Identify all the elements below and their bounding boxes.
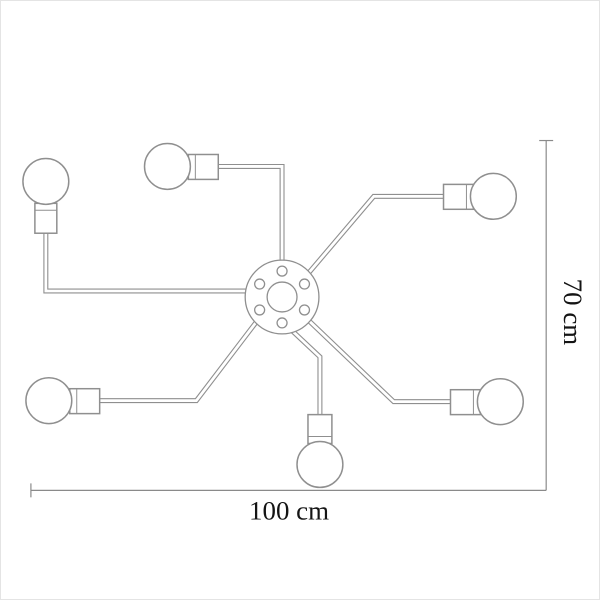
- height-dimension-label: 70 cm: [558, 279, 588, 346]
- bulb-assembly-bottom-middle: [296, 413, 344, 489]
- hub-screw: [276, 265, 288, 277]
- lamp-arms: [43, 163, 456, 420]
- arm-path: [212, 165, 284, 267]
- bulb-assembly-top-left: [22, 157, 70, 234]
- bulb-glass: [25, 376, 73, 425]
- bulb-assembly-top-right: [442, 172, 518, 221]
- arm-top-left: [43, 225, 253, 294]
- arm-path: [304, 194, 450, 277]
- hub-inner-ring: [266, 281, 298, 313]
- hub-screw: [298, 278, 311, 290]
- arm-top-right: [304, 193, 450, 278]
- hub-screw: [254, 304, 266, 316]
- arm-bottom-middle: [286, 325, 323, 420]
- arm-top-middle: [212, 163, 285, 267]
- arm-path: [43, 225, 253, 294]
- arm-bottom-left: [92, 315, 263, 404]
- arm-path: [44, 225, 253, 293]
- bulb-glass: [476, 377, 525, 426]
- hub-screw: [298, 304, 311, 316]
- arm-bottom-right: [304, 316, 456, 405]
- arm-path: [92, 316, 262, 403]
- central-hub: [244, 259, 320, 335]
- height-dimension: 70 cm: [539, 139, 588, 491]
- arm-path: [305, 316, 456, 404]
- bulb-socket: [307, 413, 333, 445]
- arm-path: [92, 315, 263, 404]
- hub-screw: [276, 317, 288, 329]
- bulb-glass: [296, 440, 344, 489]
- width-dimension-label: 100 cm: [249, 495, 329, 525]
- bulb-assembly-bottom-right: [449, 377, 525, 426]
- bulb-glass: [469, 172, 518, 221]
- width-dimension: 100 cm: [30, 483, 547, 525]
- hub-screw: [254, 278, 266, 290]
- arm-path: [287, 325, 322, 420]
- arm-path: [304, 193, 450, 278]
- bulb-socket: [34, 202, 58, 234]
- bulb-assembly-top-middle: [143, 142, 220, 191]
- arm-path: [212, 163, 285, 267]
- bulb-socket: [187, 153, 220, 181]
- bulb-socket: [69, 387, 101, 415]
- bulb-socket: [449, 388, 482, 416]
- bulb-glass: [22, 157, 70, 206]
- bulb-assembly-bottom-left: [25, 376, 101, 425]
- bulb-socket: [442, 183, 475, 211]
- bulb-glass: [143, 142, 192, 191]
